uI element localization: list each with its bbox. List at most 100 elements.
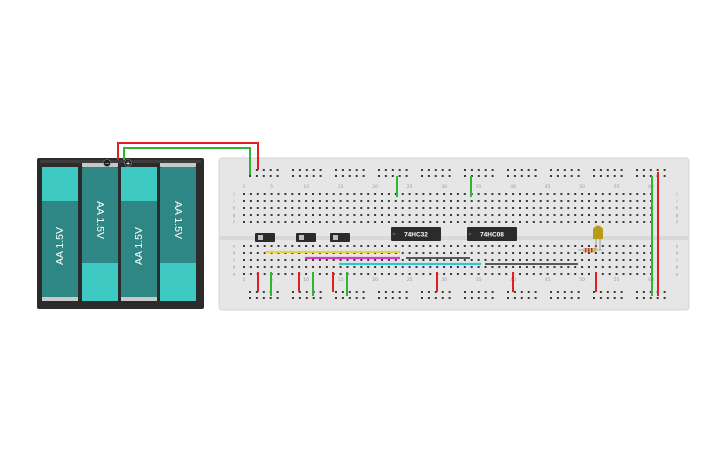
breadboard-hole[interactable]: [318, 193, 321, 195]
breadboard-hole[interactable]: [570, 291, 573, 293]
breadboard-hole[interactable]: [539, 207, 542, 209]
breadboard-hole[interactable]: [577, 297, 580, 299]
breadboard-hole[interactable]: [421, 175, 423, 177]
breadboard-hole[interactable]: [642, 291, 645, 293]
breadboard-hole[interactable]: [441, 169, 444, 171]
breadboard-hole[interactable]: [539, 214, 542, 216]
breadboard-hole[interactable]: [463, 221, 466, 223]
breadboard-hole[interactable]: [312, 245, 314, 247]
breadboard-hole[interactable]: [243, 266, 245, 268]
breadboard-hole[interactable]: [629, 221, 632, 223]
breadboard-hole[interactable]: [443, 207, 446, 209]
breadboard-hole[interactable]: [448, 175, 451, 177]
breadboard-hole[interactable]: [429, 214, 432, 216]
breadboard-hole[interactable]: [249, 252, 252, 254]
breadboard-hole[interactable]: [498, 193, 501, 195]
breadboard-hole[interactable]: [593, 291, 595, 293]
breadboard-hole[interactable]: [615, 214, 618, 216]
breadboard-hole[interactable]: [484, 214, 487, 216]
breadboard-hole[interactable]: [441, 297, 444, 299]
breadboard-hole[interactable]: [348, 297, 351, 299]
breadboard-hole[interactable]: [636, 207, 639, 209]
breadboard-hole[interactable]: [574, 200, 577, 202]
breadboard-hole[interactable]: [450, 221, 452, 223]
breadboard-hole[interactable]: [256, 252, 259, 254]
breadboard-hole[interactable]: [470, 291, 473, 293]
breadboard-hole[interactable]: [305, 297, 308, 299]
breadboard-hole[interactable]: [348, 169, 351, 171]
breadboard-hole[interactable]: [249, 266, 252, 268]
breadboard-hole[interactable]: [525, 273, 528, 275]
breadboard-hole[interactable]: [463, 193, 466, 195]
breadboard-hole[interactable]: [546, 207, 549, 209]
breadboard-hole[interactable]: [527, 175, 530, 177]
breadboard-hole[interactable]: [606, 297, 609, 299]
breadboard-hole[interactable]: [277, 193, 280, 195]
breadboard-hole[interactable]: [620, 291, 623, 293]
breadboard-hole[interactable]: [398, 291, 401, 293]
breadboard-hole[interactable]: [249, 200, 252, 202]
breadboard-hole[interactable]: [594, 221, 597, 223]
breadboard-hole[interactable]: [374, 193, 377, 195]
switch-1-knob[interactable]: [258, 235, 263, 240]
breadboard-hole[interactable]: [292, 169, 294, 171]
breadboard-hole[interactable]: [284, 214, 287, 216]
breadboard-hole[interactable]: [470, 266, 473, 268]
breadboard-hole[interactable]: [456, 259, 459, 261]
breadboard-hole[interactable]: [277, 214, 280, 216]
breadboard-hole[interactable]: [622, 245, 625, 247]
breadboard-hole[interactable]: [362, 291, 365, 293]
battery-negative-terminal[interactable]: −: [103, 159, 111, 168]
breadboard-hole[interactable]: [332, 214, 335, 216]
breadboard-hole[interactable]: [520, 297, 523, 299]
breadboard-hole[interactable]: [374, 273, 377, 275]
breadboard-hole[interactable]: [498, 207, 501, 209]
breadboard-hole[interactable]: [443, 214, 446, 216]
breadboard-hole[interactable]: [498, 252, 501, 254]
breadboard-hole[interactable]: [456, 207, 459, 209]
breadboard-hole[interactable]: [401, 214, 404, 216]
breadboard-hole[interactable]: [381, 221, 383, 223]
breadboard-hole[interactable]: [601, 266, 604, 268]
battery-cell-2[interactable]: AA 1.5V: [82, 163, 118, 301]
breadboard-hole[interactable]: [429, 221, 432, 223]
breadboard-hole[interactable]: [520, 291, 523, 293]
breadboard-hole[interactable]: [305, 273, 308, 275]
breadboard-hole[interactable]: [520, 175, 523, 177]
breadboard-hole[interactable]: [270, 214, 273, 216]
breadboard-hole[interactable]: [401, 221, 404, 223]
breadboard-hole[interactable]: [491, 266, 494, 268]
breadboard-hole[interactable]: [546, 221, 549, 223]
breadboard-hole[interactable]: [588, 245, 590, 247]
slide-switch-2[interactable]: [296, 233, 316, 242]
breadboard-hole[interactable]: [450, 214, 452, 216]
breadboard-hole[interactable]: [553, 273, 556, 275]
breadboard-hole[interactable]: [636, 221, 639, 223]
breadboard-hole[interactable]: [360, 200, 363, 202]
breadboard-hole[interactable]: [629, 214, 632, 216]
breadboard-hole[interactable]: [642, 175, 645, 177]
breadboard-hole[interactable]: [615, 200, 618, 202]
breadboard-hole[interactable]: [477, 291, 480, 293]
breadboard-hole[interactable]: [477, 273, 480, 275]
breadboard-hole[interactable]: [325, 266, 328, 268]
breadboard-hole[interactable]: [484, 266, 487, 268]
breadboard-hole[interactable]: [255, 297, 258, 299]
breadboard-hole[interactable]: [381, 266, 383, 268]
breadboard-hole[interactable]: [629, 245, 632, 247]
breadboard-hole[interactable]: [534, 169, 537, 171]
breadboard-hole[interactable]: [422, 245, 425, 247]
breadboard-hole[interactable]: [305, 175, 308, 177]
breadboard-hole[interactable]: [534, 175, 537, 177]
breadboard-hole[interactable]: [484, 193, 487, 195]
breadboard-hole[interactable]: [463, 207, 466, 209]
breadboard-hole[interactable]: [305, 207, 308, 209]
breadboard-hole[interactable]: [477, 207, 480, 209]
breadboard-hole[interactable]: [615, 259, 618, 261]
breadboard-hole[interactable]: [513, 175, 516, 177]
breadboard-hole[interactable]: [512, 266, 515, 268]
breadboard-hole[interactable]: [622, 259, 625, 261]
breadboard-hole[interactable]: [491, 297, 494, 299]
breadboard-hole[interactable]: [636, 291, 638, 293]
